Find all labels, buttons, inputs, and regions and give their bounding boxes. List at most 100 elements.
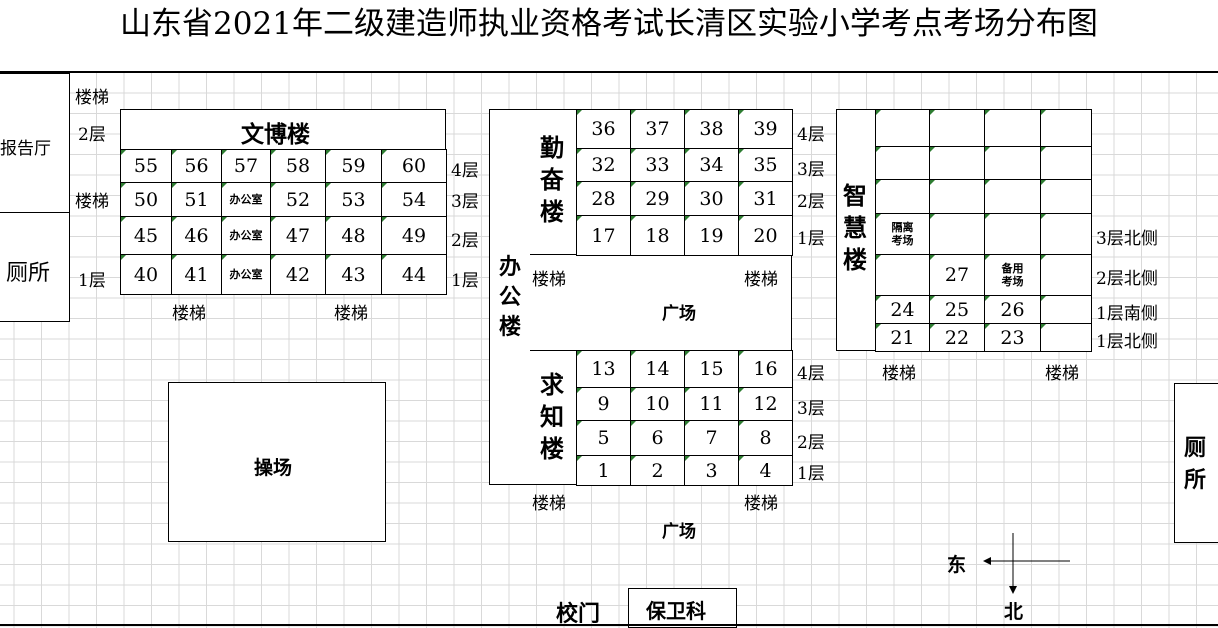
zhihui-stairs-right: 楼梯 <box>1045 364 1079 384</box>
office-room: 办公室 <box>221 254 271 295</box>
exam-room-label: 40 <box>133 263 159 286</box>
qinfen-floor2: 2层 <box>797 192 825 212</box>
empty-room <box>875 254 930 296</box>
exam-room: 12 <box>738 387 793 421</box>
zhihui-name-char: 智 <box>843 181 867 210</box>
exam-room: 2 <box>630 455 685 486</box>
empty-room <box>1040 254 1092 296</box>
backup-room: 备用考场 <box>984 254 1041 296</box>
security-office: 保卫科 <box>628 588 737 628</box>
zhihui-name-char: 楼 <box>843 245 867 274</box>
office-room-label: 办公室 <box>229 193 263 206</box>
exam-room: 39 <box>738 109 793 149</box>
zhihui-name-char: 慧 <box>843 213 867 242</box>
south-square-label: 广场 <box>662 522 696 542</box>
qiuzhi-name-char: 求 <box>540 370 564 399</box>
exam-room: 48 <box>325 216 382 255</box>
exam-room-label: 36 <box>591 118 616 140</box>
empty-room <box>984 179 1041 214</box>
office-name-char: 公 <box>498 284 521 310</box>
empty-room <box>929 179 985 214</box>
exam-room: 23 <box>984 323 1041 352</box>
exam-room: 51 <box>171 182 222 217</box>
qiuzhi-name-char: 知 <box>540 402 564 431</box>
qinfen-floor4: 4层 <box>797 125 825 145</box>
wenbo-stairs-top: 楼梯 <box>75 88 109 108</box>
qiuzhi-name: 求知楼 <box>538 369 566 465</box>
exam-room: 33 <box>630 148 685 182</box>
exam-room-label: 9 <box>597 393 610 415</box>
exam-room-label: 18 <box>645 224 670 247</box>
exam-room-label: 10 <box>645 393 670 415</box>
qinfen-floor1: 1层 <box>797 229 825 249</box>
playground: 操场 <box>168 382 386 542</box>
exam-room: 11 <box>684 387 739 421</box>
exam-room-label: 21 <box>890 326 915 349</box>
exam-room-label: 33 <box>645 154 670 176</box>
exam-room-label: 39 <box>753 118 778 140</box>
qinfen-building-name: 勤奋楼 <box>530 109 577 255</box>
exam-room-label: 43 <box>341 263 366 286</box>
office-name-char: 楼 <box>498 314 521 340</box>
office-room: 办公室 <box>221 182 271 217</box>
qiuzhi-floor3: 3层 <box>797 399 825 419</box>
office-room-label: 办公室 <box>229 268 263 281</box>
office-name-char: 办 <box>498 254 521 280</box>
exam-room: 43 <box>325 254 382 295</box>
empty-room <box>875 146 930 180</box>
exam-room: 9 <box>576 387 631 421</box>
exam-room-label: 60 <box>401 155 427 177</box>
wenbo-stairs-bottom-left: 楼梯 <box>172 304 206 324</box>
exam-room-label: 35 <box>753 154 778 176</box>
security-office-label: 保卫科 <box>646 599 706 623</box>
zhihui-floor-1n: 1层北侧 <box>1096 332 1158 352</box>
exam-room-label: 5 <box>597 427 610 449</box>
exam-room: 32 <box>576 148 631 182</box>
exam-room-label: 53 <box>341 188 366 211</box>
exam-room: 28 <box>576 181 631 216</box>
exam-room: 38 <box>684 109 739 149</box>
exam-room-label: 47 <box>285 224 311 247</box>
empty-room <box>984 146 1041 180</box>
exam-room-label: 52 <box>285 188 311 211</box>
empty-room <box>929 109 985 147</box>
central-square-stairs-left: 楼梯 <box>532 270 566 290</box>
exam-room: 29 <box>630 181 685 216</box>
wenbo-stairs-mid: 楼梯 <box>75 192 109 212</box>
exam-room: 18 <box>630 215 685 256</box>
exam-room-label: 17 <box>591 224 616 247</box>
exam-room: 42 <box>270 254 326 295</box>
exam-room-label: 24 <box>890 298 915 321</box>
exam-room-label: 14 <box>645 358 670 380</box>
qiuzhi-name-char: 楼 <box>540 434 564 463</box>
exam-room-label: 13 <box>591 358 616 380</box>
exam-room-label: 3 <box>705 459 718 482</box>
exam-room-label: 50 <box>133 188 159 211</box>
wenbo-stairs-bottom-right: 楼梯 <box>334 304 368 324</box>
wenbo-floor2: 2层 <box>451 231 479 251</box>
toilet-west: 厕所 <box>0 212 70 322</box>
empty-room <box>1040 179 1092 214</box>
exam-room: 8 <box>738 420 793 456</box>
exam-room: 10 <box>630 387 685 421</box>
exam-room: 24 <box>875 295 930 324</box>
empty-room <box>1040 323 1092 352</box>
qinfen-name-char: 勤 <box>540 133 564 162</box>
qinfen-name-char: 楼 <box>540 197 564 226</box>
exam-room-label: 12 <box>753 393 778 415</box>
empty-room <box>875 179 930 214</box>
qinfen-floor3: 3层 <box>797 160 825 180</box>
exam-room-label: 55 <box>133 155 159 177</box>
wenbo-building-name: 文博楼 <box>120 109 446 150</box>
exam-room-label: 31 <box>753 187 778 210</box>
exam-room-label: 26 <box>1000 298 1025 321</box>
exam-room-label: 22 <box>944 326 970 349</box>
south-stairs-left: 楼梯 <box>532 494 566 514</box>
wenbo-floor2-label: 2层 <box>78 125 106 145</box>
exam-room-label: 8 <box>759 427 772 449</box>
exam-room: 22 <box>929 323 985 352</box>
exam-room-label: 1 <box>597 459 610 482</box>
exam-room-label: 48 <box>341 224 366 247</box>
exam-room-label: 27 <box>944 264 970 286</box>
exam-room-label: 16 <box>753 358 778 380</box>
